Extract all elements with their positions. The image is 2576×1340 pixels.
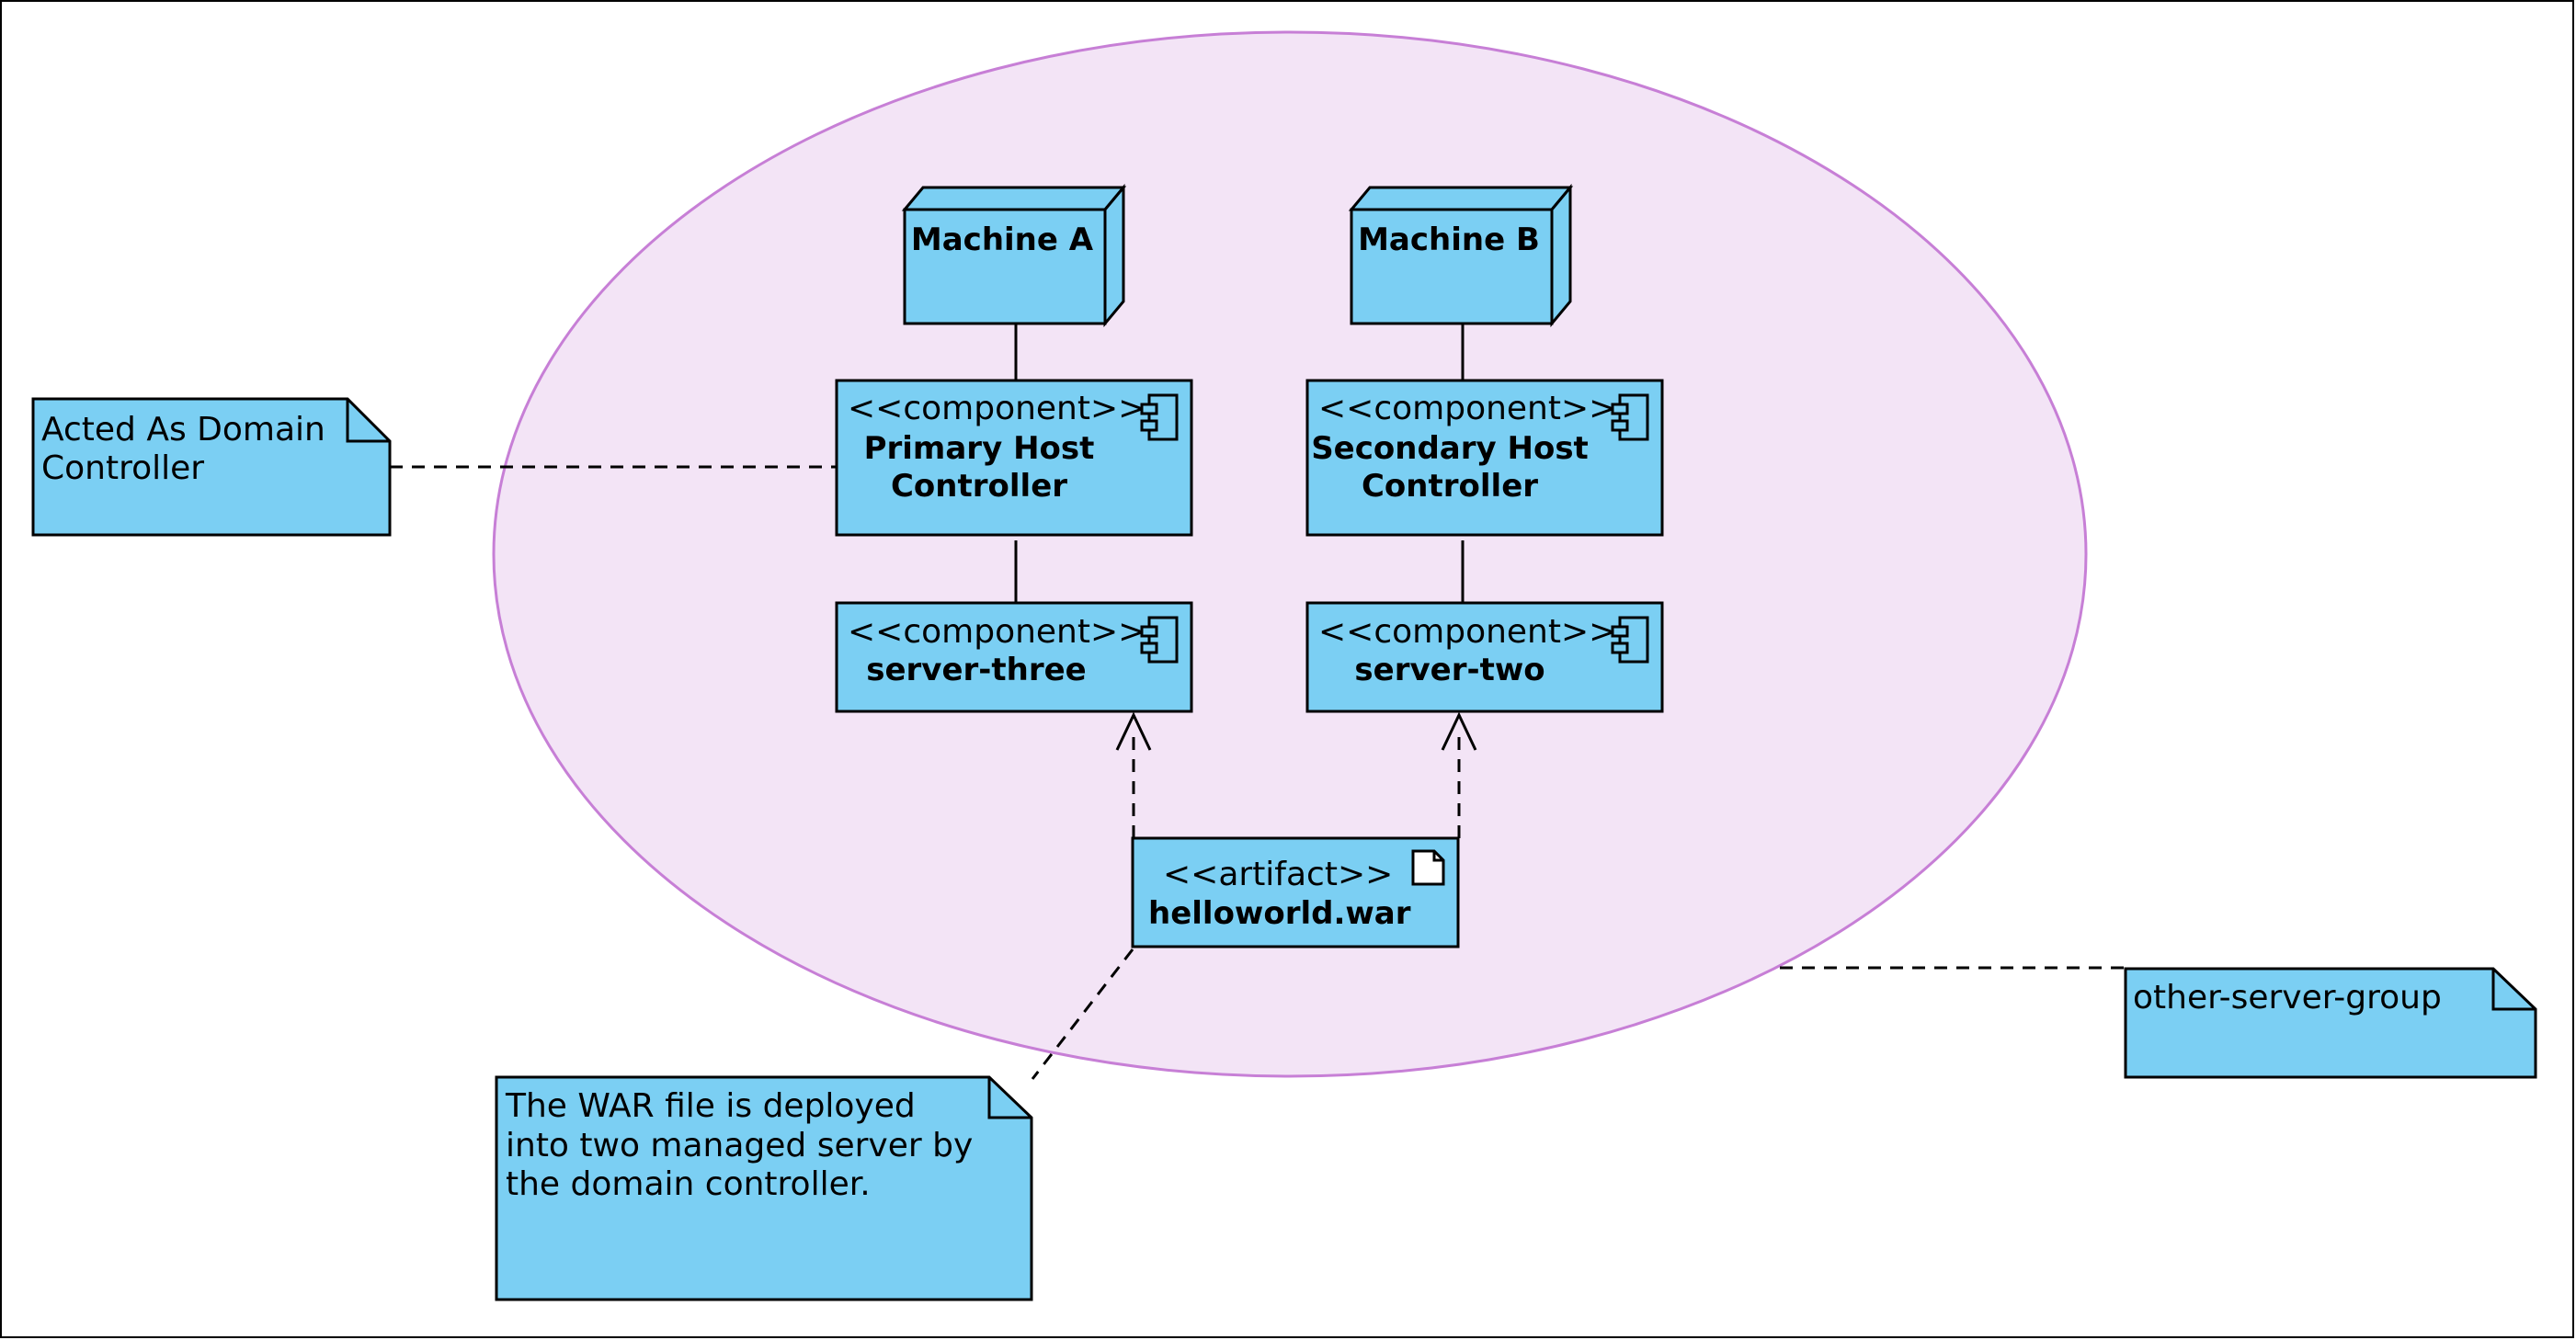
primary-host-controller-component: <<component>> Primary Host Controller (835, 379, 1193, 537)
note-shape (495, 1075, 1033, 1301)
server-two-name: server-two (1354, 652, 1544, 688)
note-war-file-line1: The WAR file is deployed (505, 1087, 916, 1125)
solid-connectors (1014, 324, 1465, 603)
primary-host-name-line2: Controller (891, 468, 1067, 505)
machine-b-label: Machine B (1358, 221, 1540, 258)
secondary-host-controller-component: <<component>> Secondary Host Controller (1305, 379, 1664, 537)
primary-host-name-line1: Primary Host (864, 430, 1095, 467)
note-shape (31, 397, 392, 537)
machine-a-label: Machine A (911, 221, 1094, 258)
note-war-file-line2: into two managed server by (506, 1127, 973, 1164)
primary-host-stereotype: <<component>> (848, 390, 1146, 427)
artifact-name: helloworld.war (1148, 895, 1411, 932)
helloworld-war-artifact: <<artifact>> helloworld.war (1131, 836, 1460, 948)
server-three-stereotype: <<component>> (848, 613, 1146, 651)
arrowheads (1115, 711, 1477, 751)
note-fold (346, 399, 390, 443)
component-icon (1611, 393, 1649, 441)
server-three-box (835, 601, 1193, 713)
note-war-file: The WAR file is deployed into two manage… (495, 1075, 1033, 1301)
server-group-ellipse (492, 30, 2088, 1078)
note-shape (2124, 967, 2537, 1079)
arrowhead-server-three (1115, 711, 1152, 751)
server-two-stereotype: <<component>> (1318, 613, 1616, 651)
dashed-connectors (390, 465, 2126, 1080)
component-icon (1140, 393, 1179, 441)
artifact-box (1131, 836, 1460, 948)
primary-host-box (835, 379, 1193, 537)
note-fold (987, 1077, 1032, 1119)
machine-a-top-face (901, 186, 1127, 211)
machine-b-node: Machine B (1348, 183, 1574, 328)
machine-a-front-face (903, 208, 1107, 325)
note-war-file-line3: the domain controller. (506, 1165, 871, 1203)
note-server-group: other-server-group (2124, 967, 2537, 1079)
server-three-name: server-three (866, 652, 1087, 688)
machine-b-front-face (1350, 208, 1554, 325)
server-two-box (1305, 601, 1664, 713)
document-icon (1411, 849, 1445, 886)
note-domain-controller: Acted As Domain Controller (31, 397, 392, 537)
server-two-component: <<component>> server-two (1305, 601, 1664, 713)
component-icon (1611, 616, 1649, 664)
secondary-host-stereotype: <<component>> (1318, 390, 1616, 427)
machine-b-side-face (1550, 183, 1572, 328)
secondary-host-name-line2: Controller (1362, 468, 1538, 505)
note-domain-controller-line2: Controller (41, 449, 204, 487)
note-domain-controller-line1: Acted As Domain (41, 411, 325, 449)
machine-a-node: Machine A (901, 183, 1127, 328)
note-link-war-file (1031, 948, 1134, 1080)
artifact-stereotype: <<artifact>> (1163, 856, 1393, 893)
note-fold (2491, 969, 2536, 1011)
secondary-host-name-line1: Secondary Host (1311, 430, 1589, 467)
machine-b-top-face (1348, 186, 1574, 211)
server-group-label: other-server-group (2133, 979, 2442, 1016)
component-icon (1140, 616, 1179, 664)
machine-a-side-face (1103, 183, 1125, 328)
arrowhead-server-two (1441, 711, 1477, 751)
secondary-host-box (1305, 379, 1664, 537)
server-three-component: <<component>> server-three (835, 601, 1193, 713)
